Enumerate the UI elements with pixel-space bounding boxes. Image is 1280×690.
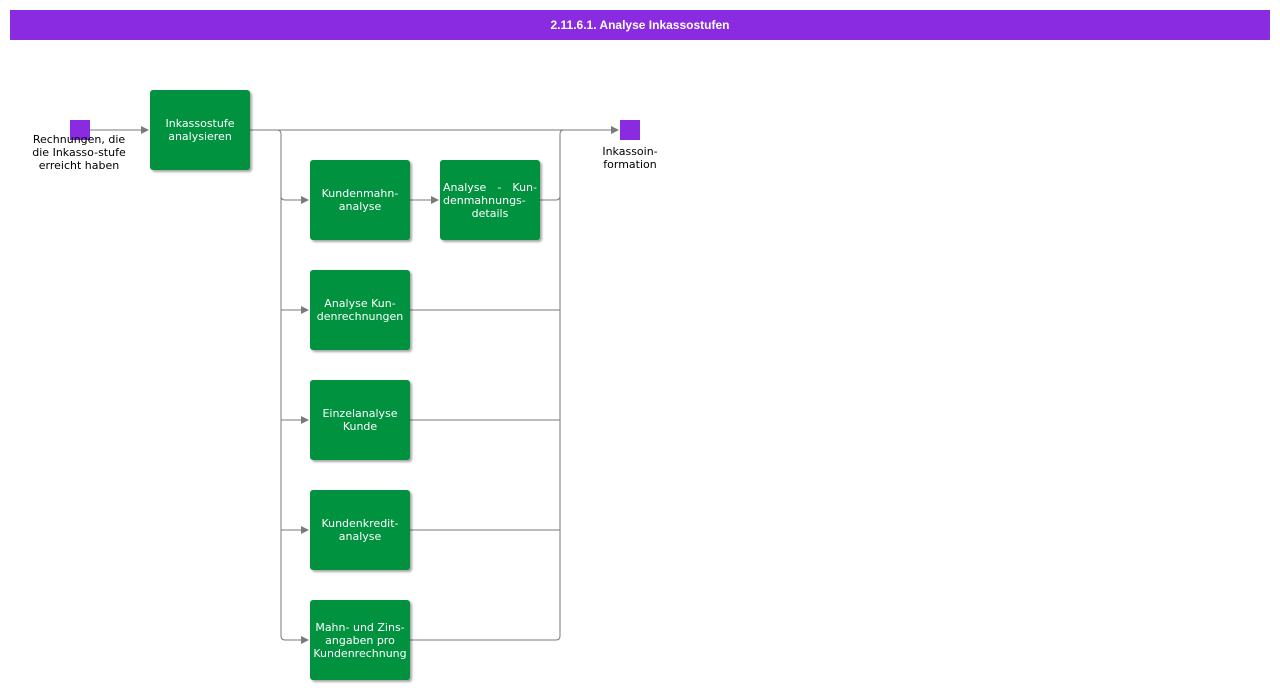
start-event	[70, 120, 90, 140]
edge-to-dunning-analysis	[280, 195, 309, 204]
task-dunning-details[interactable]: Analyse - Kun-denmahnungs-details	[440, 160, 540, 240]
task-single-customer[interactable]: Einzelanalyse Kunde	[310, 380, 410, 460]
task-dunning-analysis[interactable]: Kundenmahn-analyse	[310, 160, 410, 240]
edge-details-to-join	[540, 195, 561, 201]
end-event-label: Inkassoin-formation	[602, 145, 658, 171]
split-bus	[276, 129, 286, 641]
task-invoice-analysis[interactable]: Analyse Kun-denrechnungen	[310, 270, 410, 350]
task-analyze-stage[interactable]: Inkassostufe analysieren	[150, 90, 250, 170]
join-bus	[410, 129, 565, 641]
start-event-label: Rechnungen, die die Inkasso-stufe erreic…	[32, 133, 126, 172]
task-reminder-interest[interactable]: Mahn- und Zins-angaben pro Kundenrechnun…	[310, 600, 410, 680]
page-title: 2.11.6.1. Analyse Inkassostufen	[10, 10, 1270, 40]
task-credit-analysis[interactable]: Kundenkredit-analyse	[310, 490, 410, 570]
end-event	[620, 120, 640, 140]
